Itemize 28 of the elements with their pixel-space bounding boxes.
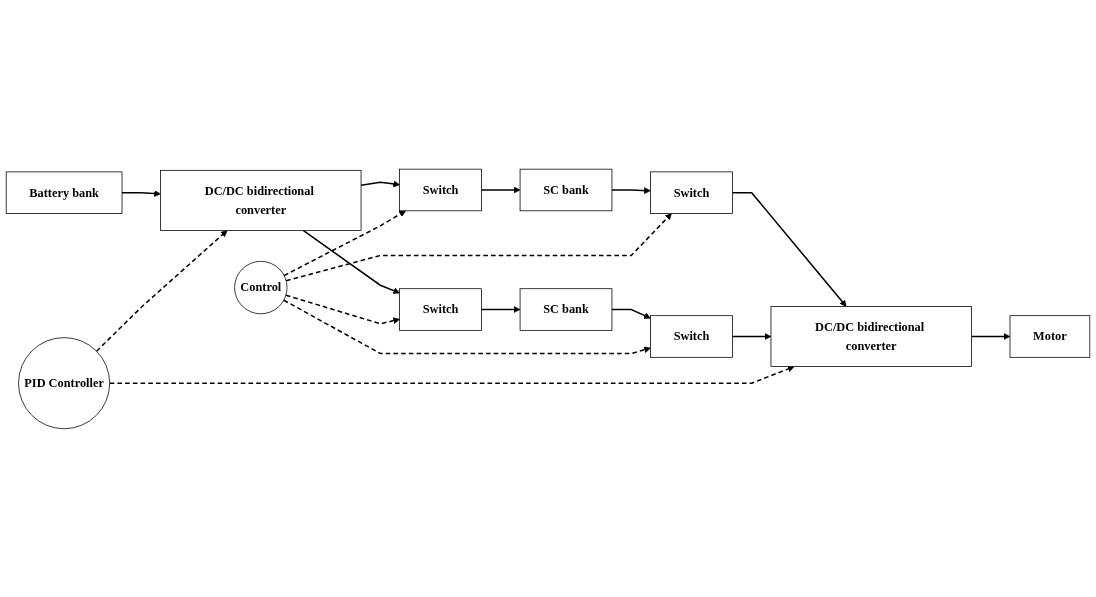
node-box: Switch	[399, 287, 482, 331]
node-box: Switch	[650, 171, 733, 214]
node-box: Switch	[650, 314, 733, 358]
node-circle: Control	[234, 260, 288, 314]
node-box: DC/DC bidirectional converter	[770, 305, 972, 367]
arrow	[480, 186, 521, 193]
arrow	[731, 332, 772, 340]
arrow	[283, 299, 651, 354]
arrow	[121, 189, 161, 197]
arrow	[108, 365, 795, 384]
arrow	[302, 229, 400, 294]
node-box: SC bank	[519, 168, 613, 211]
node-box: SC bank	[519, 287, 613, 331]
arrow	[283, 210, 406, 276]
node-box: Switch	[399, 168, 482, 211]
arrow	[285, 212, 672, 282]
arrow	[95, 229, 228, 352]
arrow	[480, 305, 521, 313]
node-box: Motor	[1009, 314, 1091, 358]
arrow	[360, 180, 400, 187]
node-box: DC/DC bidirectional converter	[160, 169, 362, 231]
arrow	[611, 186, 651, 194]
node-circle: PID Controller	[18, 336, 111, 429]
arrow	[970, 332, 1011, 340]
arrow	[731, 191, 847, 307]
arrow	[611, 308, 651, 319]
arrow	[285, 293, 400, 325]
node-box: Battery bank	[5, 171, 123, 214]
